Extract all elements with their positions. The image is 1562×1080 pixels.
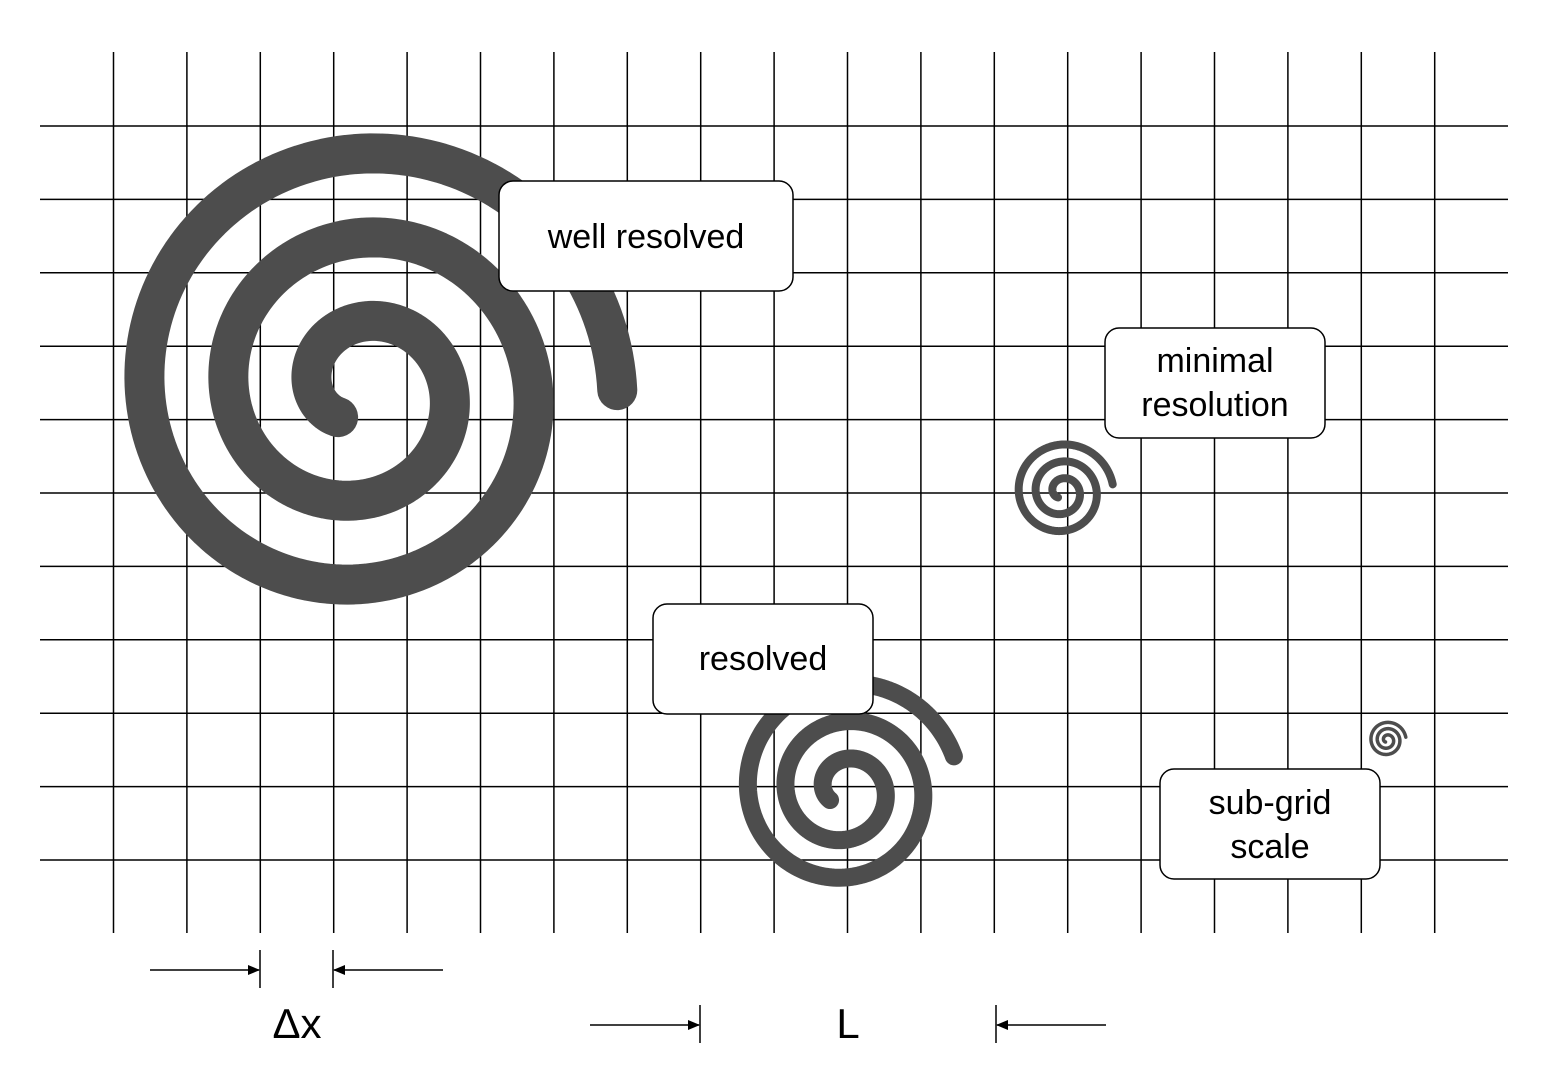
resolved-callout: resolved xyxy=(652,603,874,715)
minimal-resolution-label-line1: minimal xyxy=(1156,342,1273,380)
resolved-label: resolved xyxy=(699,640,828,678)
resolved-spiral xyxy=(738,674,963,887)
sub-grid-label-line2: scale xyxy=(1230,828,1309,866)
well-resolved-spiral xyxy=(124,133,638,605)
minimal-resolution-label-line2: resolution xyxy=(1141,386,1288,424)
well-resolved-callout: well resolved xyxy=(498,180,794,292)
sub-grid-spiral xyxy=(1369,720,1408,757)
domain-length-dimension: L xyxy=(590,1000,1106,1047)
grid-spacing-dimension: Δx xyxy=(150,950,443,1047)
minimal-resolution-spiral xyxy=(1014,440,1117,536)
spirals xyxy=(124,133,1408,887)
sub-grid-label-line1: sub-grid xyxy=(1209,784,1332,822)
well-resolved-label: well resolved xyxy=(547,218,745,256)
dx-symbol: Δx xyxy=(272,1000,321,1047)
sub-grid-callout: sub-grid scale xyxy=(1159,768,1381,880)
l-symbol: L xyxy=(836,1000,859,1047)
minimal-resolution-callout: minimal resolution xyxy=(1104,327,1326,439)
